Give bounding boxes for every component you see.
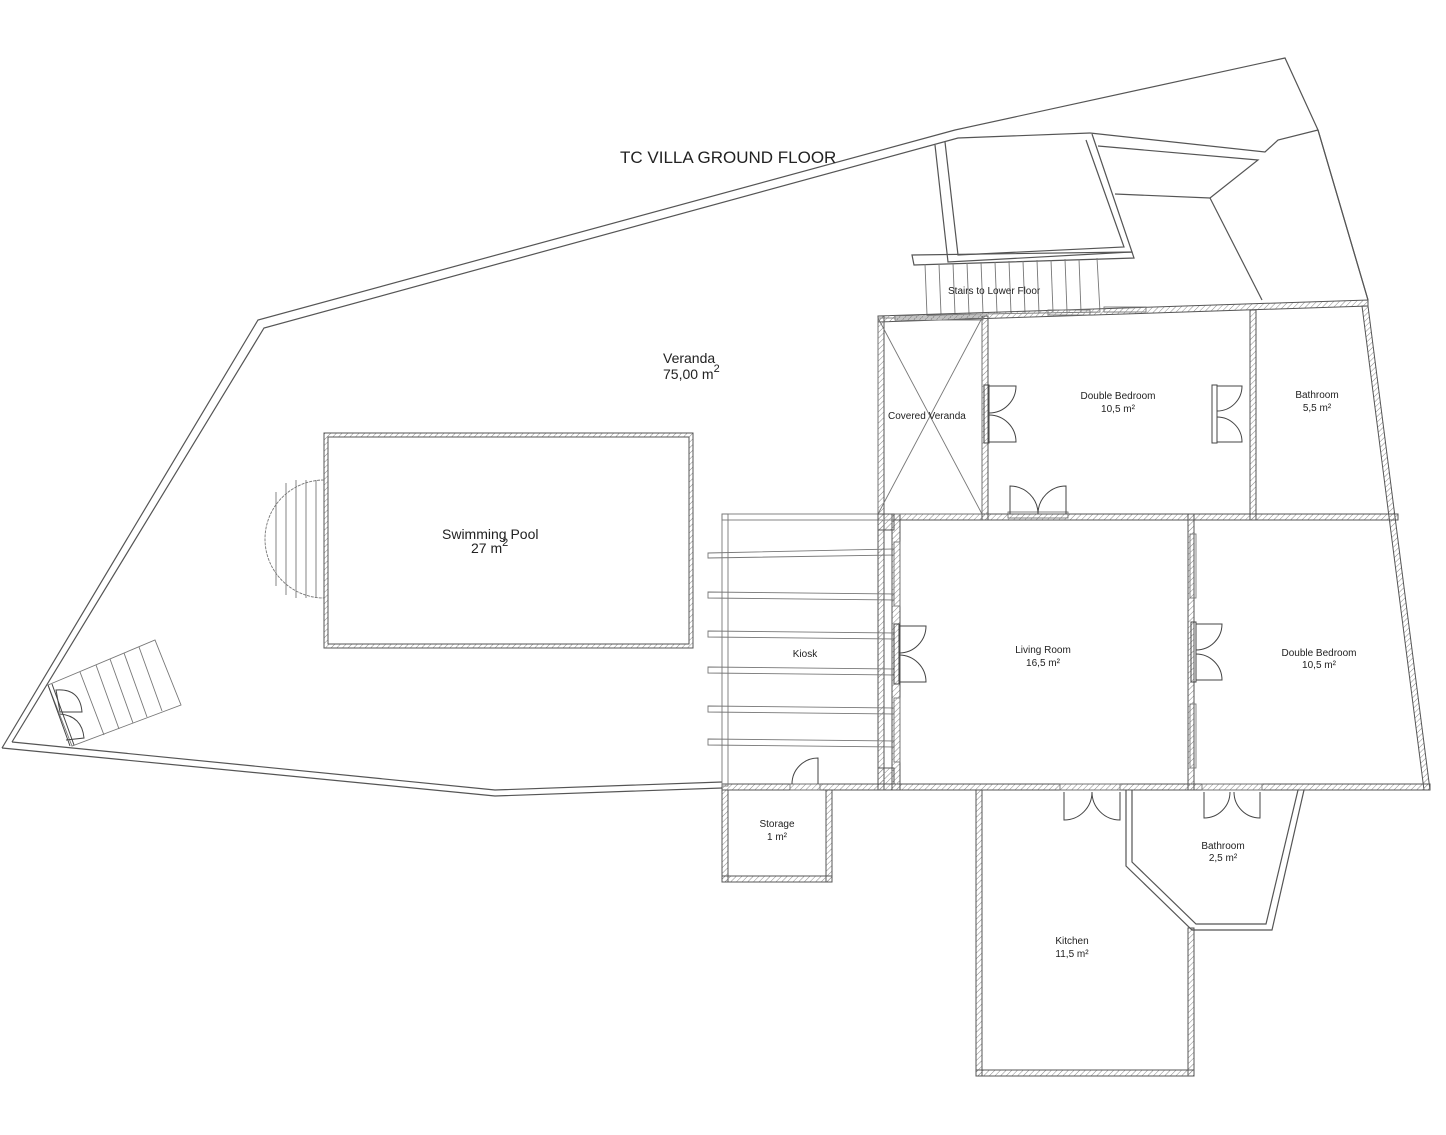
bathroom2-name: Bathroom [1201,841,1244,852]
bathroom2-area: 2,5 m² [1209,853,1238,864]
kitchen-name: Kitchen [1055,936,1088,947]
upper-terrace [911,133,1135,266]
label-pool: Swimming Pool 27 m2 [442,526,538,556]
bathroom1-area: 5,5 m² [1303,403,1332,414]
site-boundary [1,57,1369,797]
corner-stairs [47,639,182,747]
bedroom1-area: 10,5 m² [1101,404,1136,415]
windows [789,306,1263,791]
kitchen-walls [975,789,1305,1077]
building-walls [721,299,1431,791]
pool-area: 27 m2 [471,537,508,556]
bathroom1-name: Bathroom [1295,390,1338,401]
label-veranda: Veranda 75,00 m2 [663,350,720,382]
kiosk-name: Kiosk [793,649,818,660]
swimming-pool [264,432,694,649]
veranda-name: Veranda [663,350,715,366]
pool-name: Swimming Pool [442,526,538,542]
covered-veranda-frame [877,315,984,515]
covered-veranda-label: Covered Veranda [888,411,966,422]
kitchen-area: 11,5 m² [1055,949,1089,960]
storage-area: 1 m² [767,832,788,843]
storage-name: Storage [759,819,794,830]
doors [791,384,1261,821]
plan-title: TC VILLA GROUND FLOOR [620,148,836,167]
storage-walls [721,789,833,883]
veranda-area: 75,00 m2 [663,363,720,382]
bedroom2-name: Double Bedroom [1281,648,1356,659]
bedroom2-area: 10,5 m² [1302,660,1337,671]
living-name: Living Room [1015,645,1071,656]
stairs-label: Stairs to Lower Floor [948,286,1041,297]
bedroom1-name: Double Bedroom [1080,391,1155,402]
living-area: 16,5 m² [1026,658,1061,669]
